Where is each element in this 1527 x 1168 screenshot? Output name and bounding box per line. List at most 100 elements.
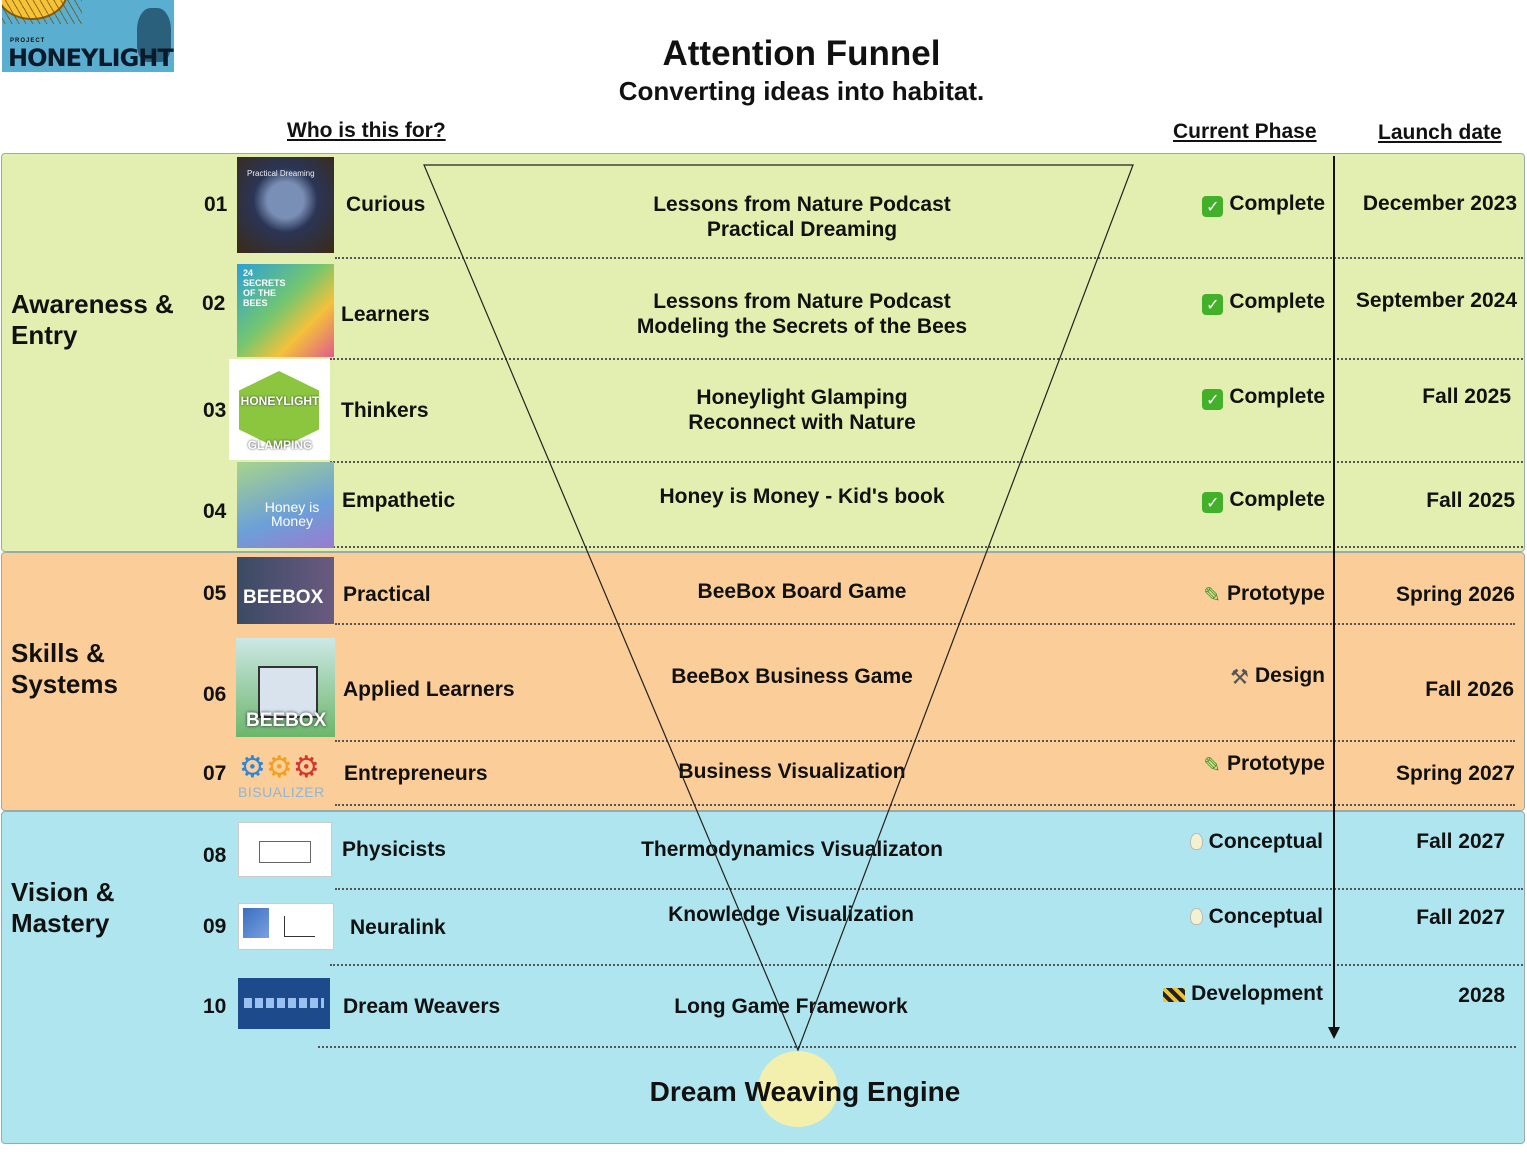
launch-date: 2028	[1458, 984, 1505, 1007]
check-icon: ✓	[1202, 492, 1224, 513]
audience-label: Learners	[341, 303, 430, 326]
long-game-framework-thumbnail	[238, 978, 330, 1029]
project-name: BeeBox Board Game	[697, 580, 907, 603]
audience-label: Thinkers	[341, 399, 429, 422]
row-divider	[335, 257, 1523, 259]
phase-status: Conceptual	[1003, 830, 1323, 854]
thumbnail-caption: BEEBOX	[246, 710, 327, 731]
launch-date: Fall 2025	[1426, 489, 1515, 512]
phase-status: Development	[1003, 982, 1323, 1006]
audience-label: Neuralink	[350, 916, 446, 939]
project-name: Long Game Framework	[674, 995, 908, 1018]
launch-date: Fall 2027	[1416, 830, 1505, 853]
launch-date: Fall 2027	[1416, 906, 1505, 929]
row-number: 09	[203, 915, 227, 938]
row-divider	[335, 804, 1515, 806]
row-number: 07	[203, 762, 227, 785]
audience-label: Entrepreneurs	[344, 762, 488, 785]
column-header-phase: Current Phase	[1173, 120, 1317, 143]
row-number: 10	[203, 995, 227, 1018]
row-divider	[330, 358, 1523, 360]
thumbnail-caption: BEEBOX	[243, 587, 324, 608]
tools-icon: ⚒	[1230, 665, 1249, 689]
check-icon: ✓	[1202, 389, 1224, 410]
row-divider	[318, 1046, 1516, 1048]
phase-label: Prototype	[1226, 752, 1325, 775]
launch-date: Fall 2026	[1425, 678, 1514, 701]
honey-is-money-thumbnail: Honey is Money	[237, 462, 334, 548]
project-name: Honey is Money - Kid's book	[659, 485, 945, 508]
launch-date: Spring 2026	[1395, 583, 1515, 606]
row-number: 04	[203, 500, 227, 523]
phase-status: Conceptual	[1003, 905, 1323, 929]
audience-label: Practical	[343, 583, 431, 606]
launch-date: September 2024	[1355, 289, 1517, 312]
pencil-icon: ✎	[1203, 583, 1221, 607]
project-line: Lessons from Nature Podcast	[653, 193, 951, 216]
pencil-icon: ✎	[1203, 753, 1221, 777]
phase-label: Conceptual	[1208, 905, 1323, 928]
phase-status: ✓Complete	[1005, 192, 1325, 217]
phase-label: Complete	[1229, 290, 1325, 313]
row-number: 02	[202, 292, 226, 315]
launch-date: Spring 2027	[1395, 762, 1515, 785]
figure-icon	[137, 8, 171, 62]
check-icon: ✓	[1202, 294, 1224, 315]
row-divider	[335, 623, 1515, 625]
project-line: Modeling the Secrets of the Bees	[636, 315, 968, 338]
project-name: Business Visualization	[678, 760, 906, 783]
page-title: Attention Funnel	[662, 34, 941, 73]
row-divider	[330, 461, 1523, 463]
thermodynamics-thumbnail	[238, 822, 332, 877]
row-number: 03	[203, 399, 227, 422]
phase-label: Prototype	[1226, 582, 1325, 605]
phase-label: Conceptual	[1208, 830, 1323, 853]
logo-text: HONEYLIGHT	[8, 44, 174, 72]
row-number: 01	[204, 193, 228, 216]
project-line: Reconnect with Nature	[688, 411, 916, 434]
audience-label: Physicists	[342, 838, 446, 861]
phase-label: Complete	[1229, 192, 1325, 215]
row-number: 08	[203, 844, 227, 867]
dream-weaving-engine-label: Dream Weaving Engine	[649, 1076, 961, 1107]
bisualizer-thumbnail: ⚙⚙⚙ BISUALIZER	[237, 752, 333, 802]
phase-status: ✎Prototype	[1005, 752, 1325, 777]
phase-label: Development	[1191, 982, 1323, 1005]
project-line: Practical Dreaming	[706, 218, 898, 241]
project-name: Knowledge Visualization	[668, 903, 914, 926]
gears-icon: ⚙⚙⚙	[239, 752, 320, 785]
stage-label-skills: Skills & Systems	[11, 638, 118, 699]
audience-label: Dream Weavers	[343, 995, 501, 1018]
audience-label: Applied Learners	[343, 678, 515, 701]
sun-rays-decoration	[2, 0, 82, 24]
secrets-of-bees-thumbnail: 24 SECRETS OF THE BEES	[237, 264, 334, 357]
launch-date: Fall 2025	[1422, 385, 1511, 408]
stage-label-awareness: Awareness & Entry	[11, 289, 174, 350]
practical-dreaming-thumbnail: Practical Dreaming	[237, 157, 334, 253]
row-divider	[330, 546, 1523, 548]
construction-icon	[1163, 988, 1186, 1002]
engine-glow	[758, 1051, 838, 1127]
lightbulb-icon	[1189, 833, 1203, 850]
project-name: BeeBox Business Game	[671, 665, 913, 688]
knowledge-visualization-thumbnail	[238, 903, 334, 950]
phase-label: Complete	[1229, 488, 1325, 511]
row-divider	[335, 888, 1523, 890]
thumbnail-caption: 24 SECRETS OF THE BEES	[243, 268, 286, 308]
row-number: 06	[203, 683, 227, 706]
phase-label: Complete	[1229, 385, 1325, 408]
column-header-audience: Who is this for?	[287, 119, 446, 142]
phase-status: ✎Prototype	[1005, 582, 1325, 607]
project-name: Lessons from Nature Podcast Practical Dr…	[540, 192, 1064, 242]
phase-status: ✓Complete	[1005, 488, 1325, 513]
logo-small-text: PROJECT	[10, 38, 46, 44]
project-name: Honeylight Glamping Reconnect with Natur…	[540, 385, 1064, 435]
project-line: Honeylight Glamping	[696, 386, 908, 409]
beebox-business-game-thumbnail: BEEBOX	[236, 638, 335, 737]
thumbnail-caption: Honey is Money	[264, 499, 320, 529]
check-icon: ✓	[1202, 196, 1224, 217]
phase-label: Design	[1254, 664, 1325, 687]
phase-status: ⚒Design	[1005, 664, 1325, 689]
lightbulb-icon	[1189, 908, 1203, 925]
